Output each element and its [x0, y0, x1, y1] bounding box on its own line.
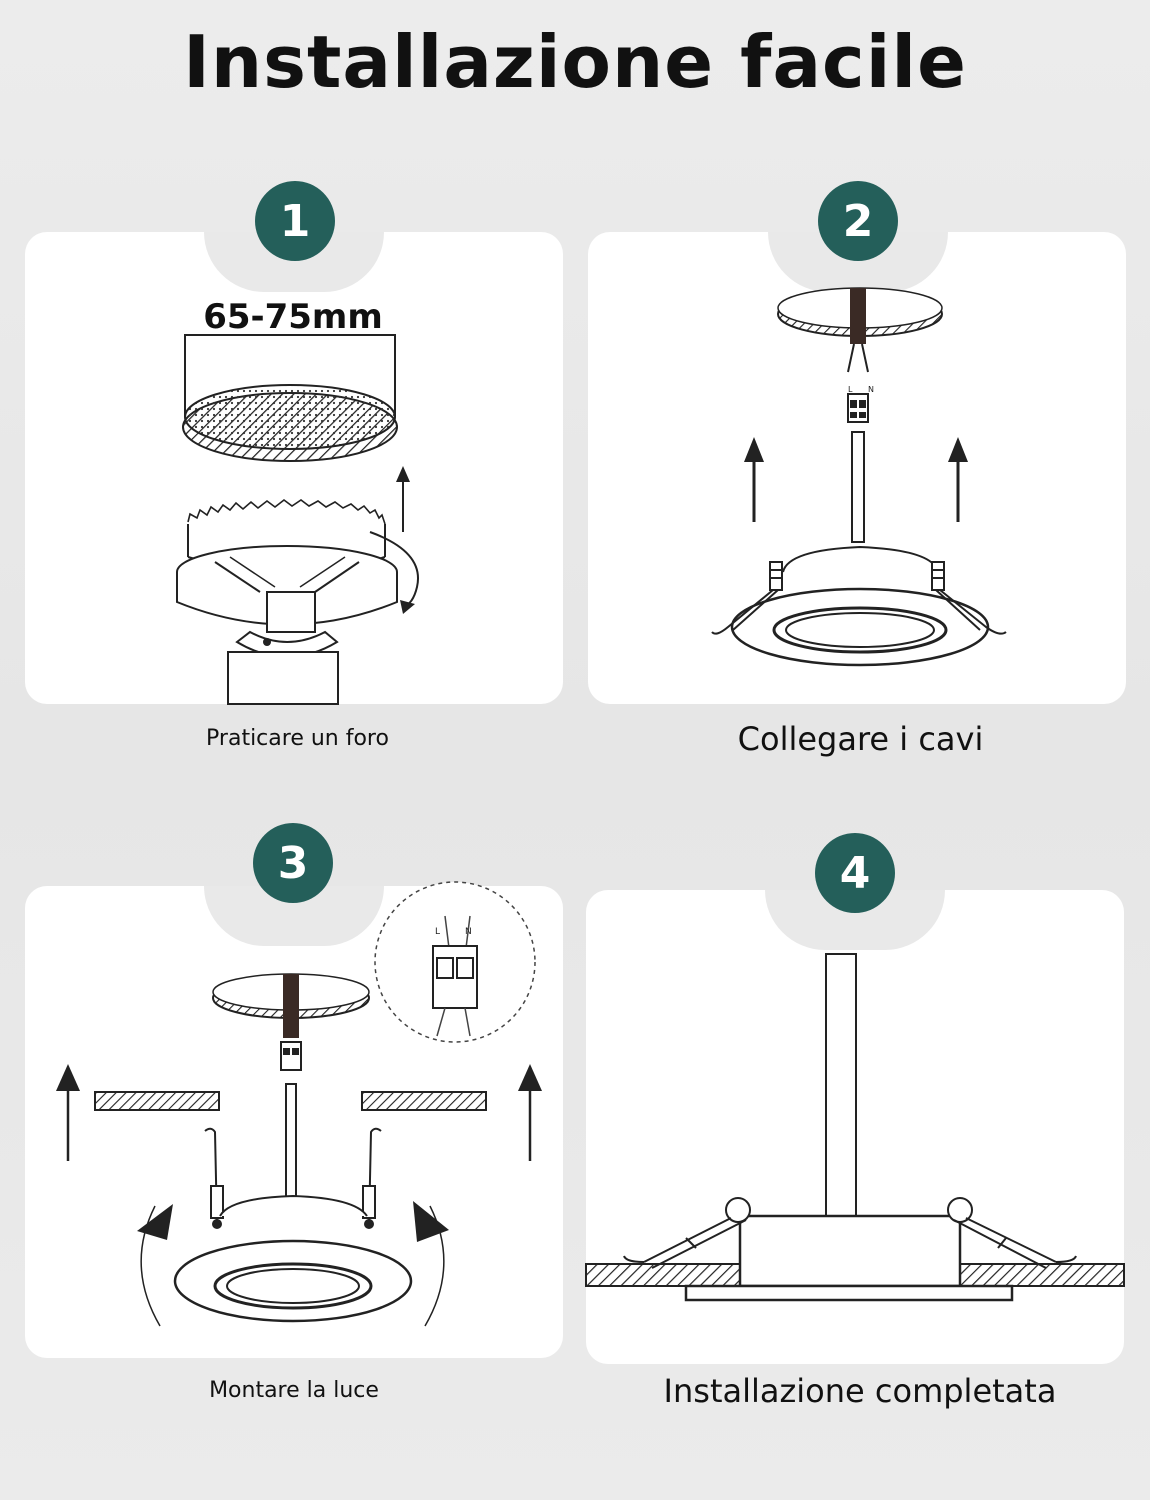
- step-2-badge: 2: [818, 181, 898, 261]
- page-title: Installazione facile: [183, 20, 967, 104]
- step-3-caption: Montare la luce: [209, 1378, 379, 1403]
- step-4-illustration: [585, 953, 1125, 1302]
- step-4-badge: 4: [815, 833, 895, 913]
- step-1-badge-wrap: 1: [240, 166, 350, 276]
- step-2-caption: Collegare i cavi: [737, 720, 984, 758]
- detail-label-l: L: [435, 927, 440, 937]
- step-1-illustration: 65-75mm: [176, 297, 419, 705]
- step-4-caption: Installazione completata: [663, 1372, 1057, 1410]
- wire-label-l: L: [848, 385, 853, 394]
- step-1-badge: 1: [255, 181, 335, 261]
- step-2-illustration: L N: [711, 287, 1007, 667]
- wire-label-n: N: [868, 385, 874, 394]
- step-1-caption: Praticare un foro: [206, 726, 389, 751]
- step-3-badge-wrap: 3: [238, 808, 348, 918]
- step-4-badge-wrap: 4: [800, 818, 910, 928]
- step-2-badge-wrap: 2: [803, 166, 913, 276]
- detail-label-n: N: [465, 927, 472, 937]
- dimension-label: 65-75mm: [203, 297, 383, 337]
- step-3-badge: 3: [253, 823, 333, 903]
- step-3-illustration: L N: [56, 881, 542, 1327]
